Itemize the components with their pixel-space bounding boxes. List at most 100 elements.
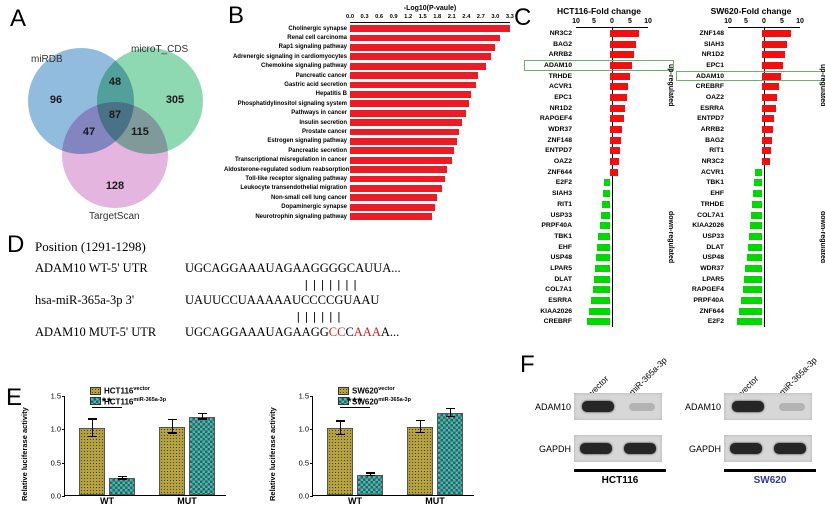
fold-bar [762,40,788,48]
fold-bar-area [726,39,798,50]
fold-bar-area [726,306,798,317]
venn-count-microt-targetscan: 115 [131,126,149,138]
legend-entry-vector: HCT116vector [90,386,166,396]
gene-label: RAPGEF4 [539,115,572,123]
fold-row-TBK1: TBK1 [676,178,825,189]
mut-seq-segment: A... [380,325,400,339]
fold-bar [603,179,610,187]
pairing-bars-1: ||||||| [303,278,360,291]
kegg-row: Non-small cell lung cancer [224,193,512,202]
protein-label-gapdh: GAPDH [688,443,721,454]
kegg-pathway-label: Chemokine signaling pathway [260,63,347,70]
error-bar [91,419,93,437]
fold-bar-area [726,28,798,39]
kegg-row: Pathways in cancer [224,109,512,118]
error-cap-bottom [87,435,97,437]
wt-sequence: UGCAGGAAAUAGAAGGGGCAUUA... [185,261,401,275]
fold-row-CREBRF: CREBRF [676,81,825,92]
western-blot-sw620: vector miR-365a-3p ADAM10 GAPDH SW620 [674,349,822,523]
fold-bar [762,104,776,112]
y-tick-mark [62,396,65,397]
band-mir [624,443,656,454]
fold-bar [610,93,627,101]
error-cap-bottom [197,418,207,420]
y-tick-mark [310,462,313,464]
fold-row-E2F2: E2F2 [676,317,825,328]
fold-bar [762,115,775,123]
chart-title: HCT116-Fold change [556,6,642,16]
fold-bar-area [574,49,646,60]
gene-label: DLAT [706,243,724,251]
fold-row-USP33: USP33 [676,231,825,242]
fold-row-BAG2: BAG2 [524,39,674,50]
gene-label: EHF [710,190,724,198]
fold-bar [600,211,610,219]
fold-bar [744,275,762,283]
panel-a: A miRDB microT_CDS TargetScan 96 305 128… [5,5,223,233]
gene-label: NR3C2 [701,158,724,166]
gene-label: USP33 [550,211,572,219]
fold-bar [762,147,771,155]
fold-row-OAZ2: OAZ2 [524,156,674,167]
gene-label: PRPF40A [541,222,572,230]
bar-WT-vector [327,428,353,495]
gene-label: EHF [558,243,572,251]
y-axis-label: Relative luciferase activity [268,407,277,501]
legend-label-vector: HCT116vector [104,386,150,396]
error-bar [171,420,173,434]
venn-count-mirdb-targetscan: 47 [82,126,96,138]
significance-stars: *** [347,396,363,409]
fold-bar [594,275,610,283]
kegg-bar [350,100,469,108]
kegg-bar [350,91,472,98]
gene-label: WDR37 [548,126,572,134]
fold-bar-area [726,92,798,103]
kegg-pathway-label: Phosphatidylinositol signaling system [237,100,347,107]
gene-label: NR1D2 [549,104,572,112]
fold-bar [595,264,610,272]
bar-MUT-vector [159,427,185,495]
gene-label: E2F2 [707,318,724,326]
fold-bar-area [574,114,646,125]
kegg-tick: 1.2 [404,14,413,20]
kegg-row: Renal cell carcinoma [224,33,512,42]
mut-seq-segment: AAA [353,325,381,339]
x-category-label: MUT [177,495,197,506]
fold-bar [749,222,762,230]
fold-row-ZNF644: ZNF644 [524,167,674,178]
error-bar [419,421,421,433]
fold-row-RAPGEF4: RAPGEF4 [524,114,674,125]
bar-WT-vector [79,428,105,495]
fold-row-TBK1: TBK1 [524,231,674,242]
fold-bar [601,200,610,208]
fold-axis-centerline [764,28,765,328]
kegg-bar [350,147,455,155]
mut-sequence-row: ADAM10 MUT-5' UTR UGCAGGAAAUAGAAGGCCCAAA… [35,325,399,340]
fold-bar [762,83,779,91]
fold-bar-area [574,252,646,263]
fold-bar [586,318,610,326]
fold-bar-area [574,156,646,167]
error-cap-top [87,418,97,420]
kegg-bar [350,34,501,42]
gapdh-blot [574,435,662,462]
kegg-pathway-label: Estrogen signaling pathway [267,138,347,145]
kegg-pathway-label: Non-small cell lung cancer [270,194,347,201]
kegg-pathway-label: Leukocyte transendothelial migration [240,185,347,192]
significance-line [340,407,370,409]
kegg-row: Estrogen signaling pathway [224,137,512,146]
fold-bar-area [726,178,798,189]
fold-bar-area [574,231,646,242]
fold-bar-area [574,124,646,135]
error-bar [369,473,371,477]
bar-MUT-vector [407,427,433,495]
error-cap-bottom [167,432,177,434]
kegg-row: Phosphatidylinositol signaling system [224,99,512,108]
venn-count-microt-only: 305 [165,94,185,106]
x-axis-line [728,27,800,28]
fold-row-TRHDE: TRHDE [524,71,674,82]
kegg-row: Transcriptional misregulation in cancer [224,155,512,164]
gene-label: ZNF148 [699,29,724,37]
